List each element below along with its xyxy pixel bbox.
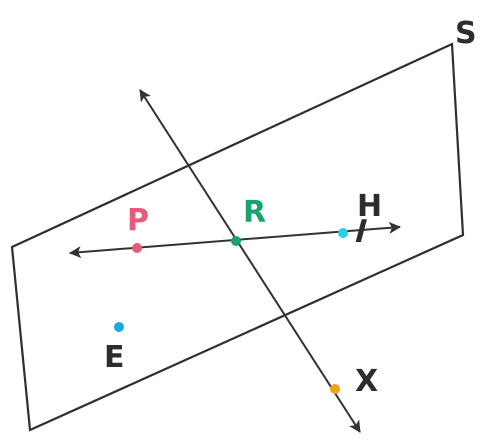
line-through-r-and-x <box>139 89 361 433</box>
point-p <box>132 243 142 253</box>
point-x <box>330 384 340 394</box>
point-label-e: E <box>104 340 125 375</box>
point-label-x: X <box>355 364 378 399</box>
point-label-r: R <box>243 195 266 230</box>
point-label-p: P <box>127 203 149 238</box>
point-h <box>338 228 348 238</box>
plane-label-s: S <box>455 16 477 51</box>
point-r <box>231 236 241 246</box>
line-label-l: l <box>351 215 371 249</box>
point-label-h: H <box>357 189 382 224</box>
point-e <box>114 322 124 332</box>
